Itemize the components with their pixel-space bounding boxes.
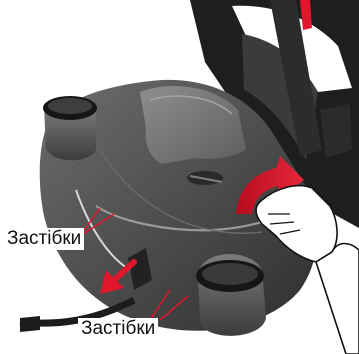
cup-holder-left [43, 96, 97, 160]
callout-label-buckles-top: Застібки [4, 228, 84, 250]
center-buckle-slot [187, 171, 223, 185]
cup-holder-right [196, 254, 266, 336]
callout-label-buckles-bottom: Застібки [78, 318, 158, 340]
